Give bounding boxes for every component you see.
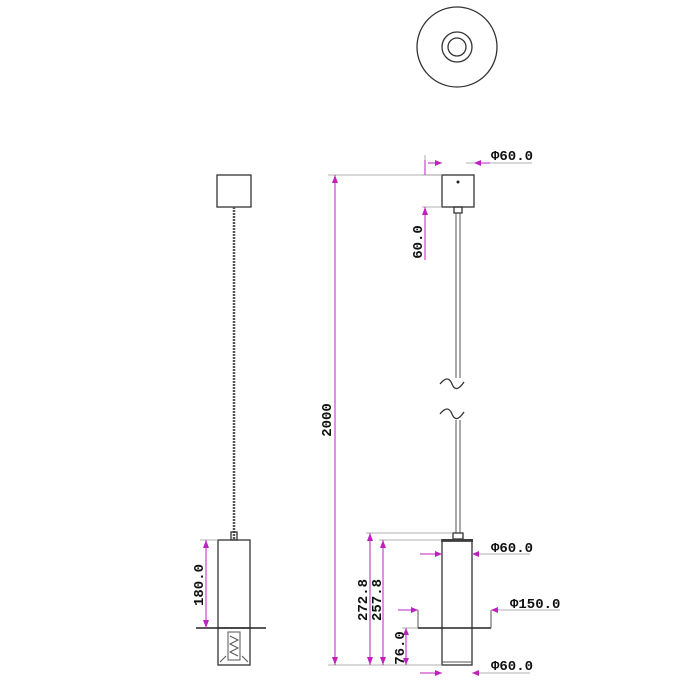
dim-cutout-diameter: Φ150.0	[510, 597, 560, 613]
top-view	[416, 6, 498, 88]
recessed-part	[217, 627, 251, 666]
break-mark	[439, 378, 465, 390]
dim-length-257: 257.8	[370, 579, 386, 621]
lamp-body	[441, 539, 473, 666]
dim-body-top-diameter: Φ60.0	[491, 541, 533, 557]
dim-length-272: 272.8	[356, 579, 372, 621]
lamp-body	[217, 539, 251, 629]
left-side-view: 180.0	[192, 174, 266, 666]
dim-body-bottom-diameter: Φ60.0	[491, 659, 533, 675]
dim-recessed-depth: 76.0	[393, 631, 409, 665]
break-mark	[439, 408, 465, 420]
dim-body-height: 180.0	[192, 564, 208, 606]
dim-canopy-height: 60.0	[411, 225, 427, 259]
dim-total-length: 2000	[320, 403, 336, 437]
canopy	[216, 174, 252, 208]
dim-canopy-diameter: Φ60.0	[491, 149, 533, 165]
canopy	[441, 174, 475, 208]
right-side-view: Φ60.0 60.0 2000 Φ60.0 272.8 257.8	[320, 149, 560, 676]
